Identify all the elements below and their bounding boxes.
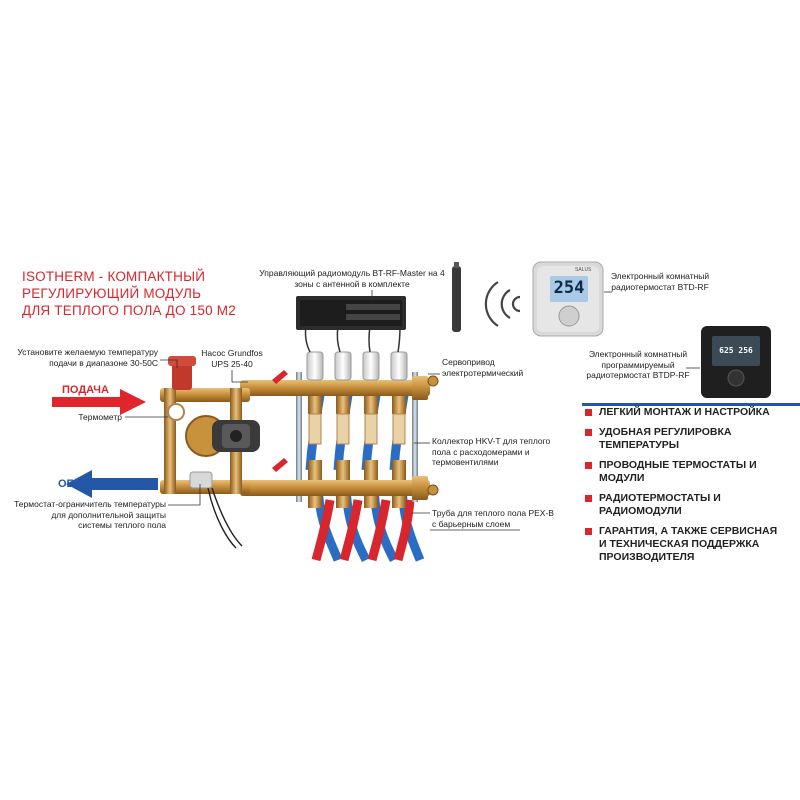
label-limiter: Термостат-ограничитель температуры для д… (14, 499, 166, 530)
label-radiomodule: Управляющий радиомодуль BT-RF-Master на … (259, 268, 445, 289)
supply-arrow (52, 389, 146, 415)
bullet-square-icon (585, 528, 592, 535)
flow-meters (308, 413, 406, 445)
thermostat2-display: 625 256 (719, 346, 753, 355)
radio-wave-icon (484, 281, 521, 327)
label-pump: Насос Grundfos UPS 25-40 (201, 348, 263, 369)
label-temp-setting: Установите желаемую температуру подачи в… (17, 347, 158, 368)
thermostat1-display: 254 (553, 278, 585, 298)
supply-manifold (240, 375, 439, 414)
mounting-bracket (296, 372, 302, 502)
radio-module (296, 262, 461, 332)
bullet-square-icon (585, 409, 592, 416)
features-divider (582, 403, 800, 406)
bullet-square-icon (585, 495, 592, 502)
label-return: ОБРАТКА (58, 478, 110, 490)
page-title: ISOTHERM - КОМПАКТНЫЙ РЕГУЛИРУЮЩИЙ МОДУЛ… (22, 269, 236, 318)
label-pipe: Труба для теплого пола PEX-B с барьерным… (432, 508, 554, 529)
label-supply: ПОДАЧА (62, 384, 109, 396)
thermostat-btd-rf (532, 261, 604, 337)
servo-actuators (304, 325, 408, 381)
feature-item: ПРОВОДНЫЕ ТЕРМОСТАТЫ И МОДУЛИ (583, 459, 793, 485)
feature-item: ЛЕГКИЙ МОНТАЖ И НАСТРОЙКА (583, 406, 793, 419)
label-collector: Коллектор HKV-T для теплого пола с расхо… (432, 436, 551, 467)
feature-item: УДОБНАЯ РЕГУЛИРОВКА ТЕМПЕРАТУРЫ (583, 426, 793, 452)
leader-lines (125, 290, 700, 531)
label-thermometer: Термометр (78, 412, 122, 422)
return-manifold (240, 460, 439, 508)
label-servo: Сервопривод электротермический (442, 357, 524, 378)
thermostat1-brand: SALUS (575, 267, 592, 273)
feature-item: ГАРАНТИЯ, А ТАКЖЕ СЕРВИСНАЯ И ТЕХНИЧЕСКА… (583, 525, 793, 564)
bullet-square-icon (585, 429, 592, 436)
bullet-square-icon (585, 462, 592, 469)
label-thermostat1: Электронный комнатный радиотермостат BTD… (610, 271, 710, 292)
feature-item: РАДИОТЕРМОСТАТЫ И РАДИОМОДУЛИ (583, 492, 793, 518)
thermostat-btdp-rf (701, 326, 771, 398)
pump-grundfos (185, 415, 260, 457)
mixing-group (160, 356, 288, 549)
return-arrow (66, 470, 158, 498)
features-list: ЛЕГКИЙ МОНТАЖ И НАСТРОЙКА УДОБНАЯ РЕГУЛИ… (583, 406, 793, 571)
label-thermostat2: Электронный комнатный программируемый ра… (586, 349, 690, 380)
